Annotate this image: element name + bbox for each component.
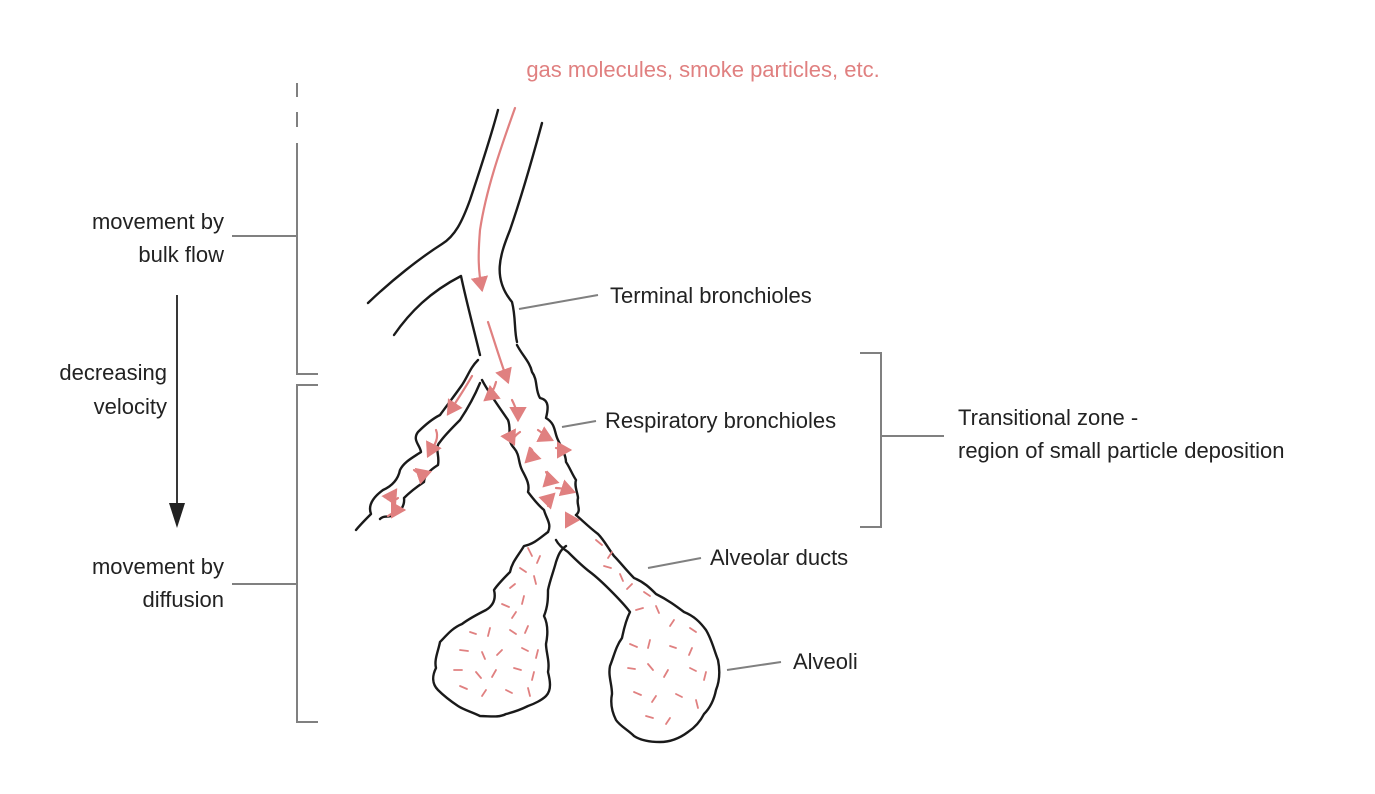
- flow-arrows: [381, 106, 581, 529]
- ducts-leader: [647, 557, 702, 569]
- terminal-bronchioles-label: Terminal bronchioles: [610, 283, 812, 308]
- respiratory-bronchioles-label: Respiratory bronchioles: [605, 408, 836, 433]
- transitional-zone-label-line1: Transitional zone -: [958, 405, 1138, 430]
- transitional-zone-bracket: [860, 352, 944, 528]
- diffusion-label-line2: diffusion: [142, 587, 224, 612]
- respiratory-leader: [561, 420, 597, 428]
- bulk-flow-label-line2: bulk flow: [138, 242, 224, 267]
- bulk-flow-label-line1: movement by: [92, 209, 224, 234]
- terminal-leader: [518, 294, 599, 310]
- diffusion-label-line1: movement by: [92, 554, 224, 579]
- transitional-zone-label-line2: region of small particle deposition: [958, 438, 1285, 463]
- alveoli-leader: [726, 661, 782, 671]
- velocity-label-line2: velocity: [94, 394, 167, 419]
- alveolar-ducts-label: Alveolar ducts: [710, 545, 848, 570]
- velocity-label-line1: decreasing: [59, 360, 167, 385]
- alveoli-label: Alveoli: [793, 649, 858, 674]
- particles-label: gas molecules, smoke particles, etc.: [526, 57, 879, 82]
- left-bracket: [232, 83, 318, 723]
- airway-outline: [354, 108, 721, 744]
- velocity-arrow: [169, 295, 185, 528]
- diffusion-dashes: [453, 539, 707, 725]
